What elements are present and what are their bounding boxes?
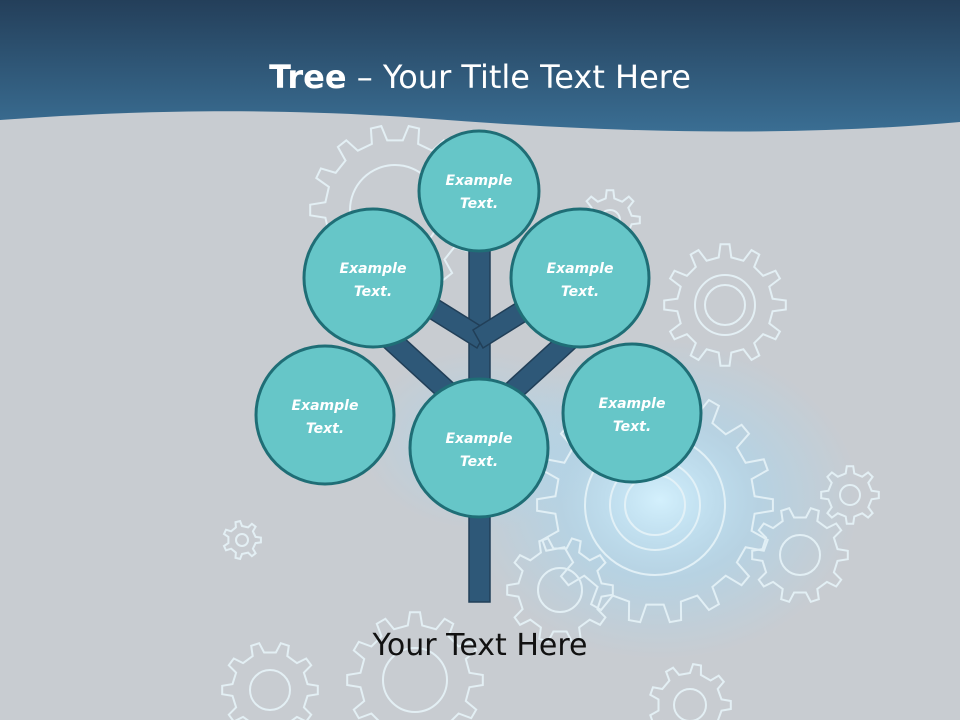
node-label-line1: Example — [446, 173, 513, 189]
header-band — [0, 0, 960, 132]
node-label-line2: Text. — [561, 284, 599, 300]
node-label-line1: Example — [446, 431, 513, 447]
node-circle — [254, 344, 396, 486]
page-title: Tree – Your Title Text Here — [269, 58, 691, 96]
gear-icon — [346, 611, 484, 720]
gear-icon — [222, 519, 262, 561]
node-label-line2: Text. — [354, 284, 392, 300]
node-label-line2: Text. — [306, 421, 344, 437]
node-label-line2: Text. — [613, 419, 651, 435]
gear-icon — [221, 641, 319, 720]
gear-icon — [649, 662, 732, 720]
gears-icon — [221, 124, 880, 720]
gear-icon — [820, 465, 880, 525]
gear-icon — [751, 506, 849, 604]
node-label-line2: Text. — [460, 196, 498, 212]
node-circle — [302, 207, 444, 349]
gear-icon — [663, 243, 787, 367]
node-circle — [417, 129, 541, 253]
node-label-line1: Example — [340, 261, 407, 277]
node-label-line2: Text. — [460, 454, 498, 470]
node-circle — [561, 342, 703, 484]
node-label-line1: Example — [292, 398, 359, 414]
gear-icon — [506, 537, 614, 643]
node-circle — [509, 207, 651, 349]
node-circle — [408, 377, 550, 519]
title-rest: – Your Title Text Here — [347, 58, 691, 96]
node-label-line1: Example — [599, 396, 666, 412]
node-label-line1: Example — [547, 261, 614, 277]
title-bold: Tree — [269, 58, 347, 96]
footer-text: Your Text Here — [372, 628, 588, 663]
